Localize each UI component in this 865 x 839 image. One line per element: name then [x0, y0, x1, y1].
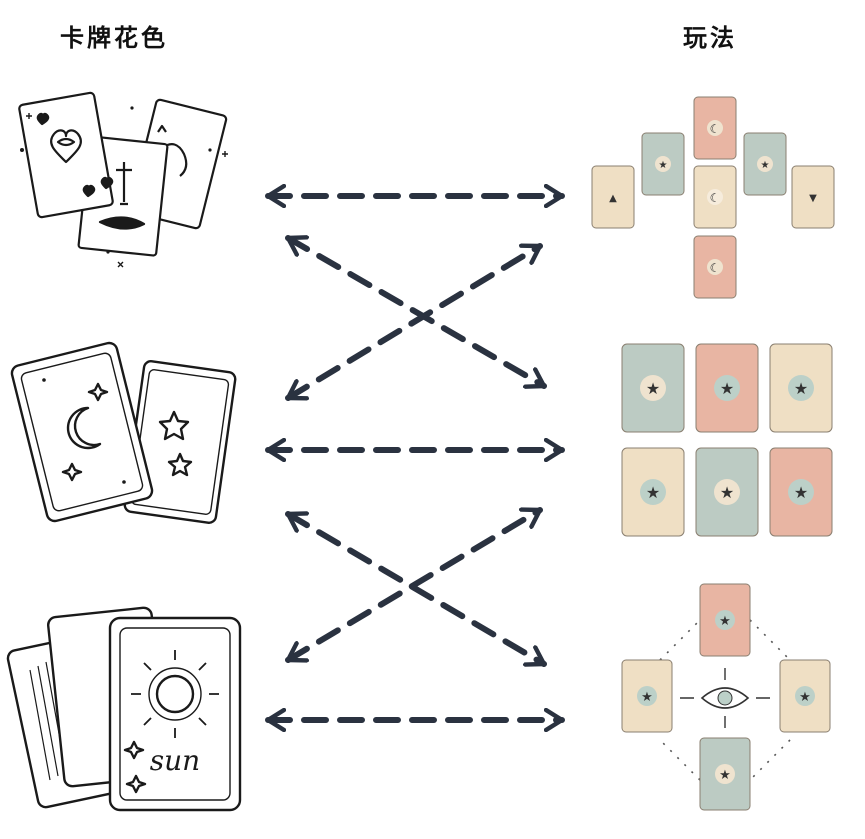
heart-sword-card-icon: [18, 91, 228, 268]
svg-text:★: ★: [720, 483, 734, 502]
moon-star-card-icon: [10, 341, 237, 524]
arrow-row3-row2: [285, 507, 543, 663]
six-card-grid-spread-icon: ★ ★ ★ ★ ★ ★: [621, 343, 833, 537]
cross-spread-icon: ☾ ★ ☾ ★ ▲ ▼ ☾: [591, 96, 835, 299]
eye-diamond-spread-icon: ★ ★ ★ ★: [621, 583, 831, 811]
svg-text:★: ★: [641, 690, 653, 705]
suits-heading: 卡牌花色: [60, 24, 168, 52]
gameplay-heading: 玩法: [683, 24, 737, 52]
svg-text:☾: ☾: [710, 191, 721, 205]
svg-text:★: ★: [646, 379, 660, 398]
svg-text:★: ★: [719, 614, 731, 629]
svg-text:★: ★: [761, 160, 770, 171]
svg-text:★: ★: [794, 379, 808, 398]
svg-text:★: ★: [646, 483, 660, 502]
arrow-row1-row2: [285, 235, 547, 389]
svg-text:☾: ☾: [710, 261, 721, 275]
svg-text:▲: ▲: [609, 193, 617, 204]
svg-text:★: ★: [659, 160, 668, 171]
svg-text:★: ★: [719, 768, 731, 783]
svg-text:★: ★: [794, 483, 808, 502]
svg-text:☾: ☾: [710, 122, 721, 136]
svg-text:▼: ▼: [809, 193, 817, 204]
svg-text:★: ★: [720, 379, 734, 398]
arrow-row2-row3: [285, 511, 547, 667]
sun-card-label: sun: [150, 744, 200, 777]
sun-card-icon: sun: [6, 606, 242, 812]
connector-arrows: [265, 196, 565, 720]
svg-text:★: ★: [799, 690, 811, 705]
arrow-row2-row1: [285, 243, 543, 401]
